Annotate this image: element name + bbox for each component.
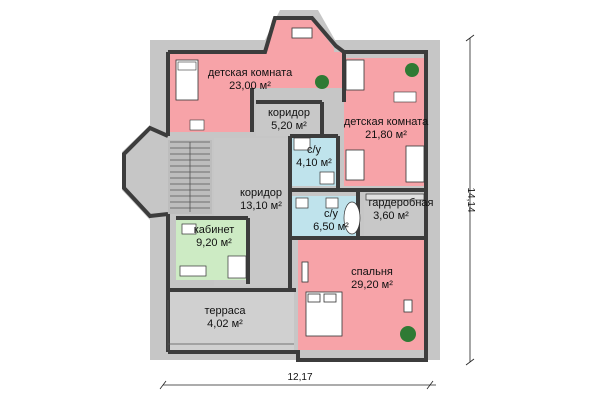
room-study-area: 9,20 м² [196, 237, 232, 249]
corridor-1 [256, 102, 322, 136]
room-terrace-name: терраса [204, 305, 246, 317]
room-bath-2-name: с/у [324, 208, 339, 220]
staircase [170, 141, 210, 212]
room-kids-2-name: детская комната [344, 116, 429, 128]
room-kids-2-area: 21,80 м² [365, 129, 407, 141]
room-corridor-2-name: коридор [240, 187, 282, 199]
furniture-bedroom [301, 261, 416, 342]
plant-icon [405, 63, 419, 77]
furniture-bathrooms [293, 137, 361, 235]
room-bath-1-area: 4,10 м² [296, 157, 332, 169]
room-bedroom-name: спальня [351, 266, 393, 278]
terrace [168, 292, 294, 350]
walls [122, 16, 428, 362]
plant-icon [315, 75, 329, 89]
room-corridor-2-area: 13,10 м² [240, 200, 282, 212]
room-kids-1-area: 23,00 м² [229, 80, 271, 92]
furniture-study [179, 223, 247, 279]
room-corridor-1-area: 5,20 м² [271, 120, 307, 132]
dimension-height: 14,14 [465, 34, 476, 366]
dimension-width: 12,17 [159, 372, 436, 390]
furniture-wardrobe [365, 193, 425, 201]
furniture-kids-room-1 [175, 27, 329, 131]
plant-icon [400, 326, 416, 342]
room-terrace-area: 4,02 м² [207, 318, 243, 330]
room-bath-2-area: 6,50 м² [313, 221, 349, 233]
terrace-railing [167, 300, 294, 350]
room-study-name: кабинет [194, 224, 234, 236]
room-corridor-1-name: коридор [268, 107, 310, 119]
furniture-kids-room-2 [345, 59, 425, 183]
dimension-height-label: 14,14 [465, 187, 476, 212]
room-bedroom-area: 29,20 м² [351, 279, 393, 291]
room-kids-1-name: детская комната [208, 67, 293, 79]
room-wardrobe-area: 3,60 м² [373, 210, 409, 222]
kids-room-1 [168, 20, 344, 132]
dimension-width-label: 12,17 [287, 372, 312, 383]
room-wardrobe-name: гардеробная [369, 197, 434, 209]
room-bath-1-name: с/у [307, 144, 322, 156]
